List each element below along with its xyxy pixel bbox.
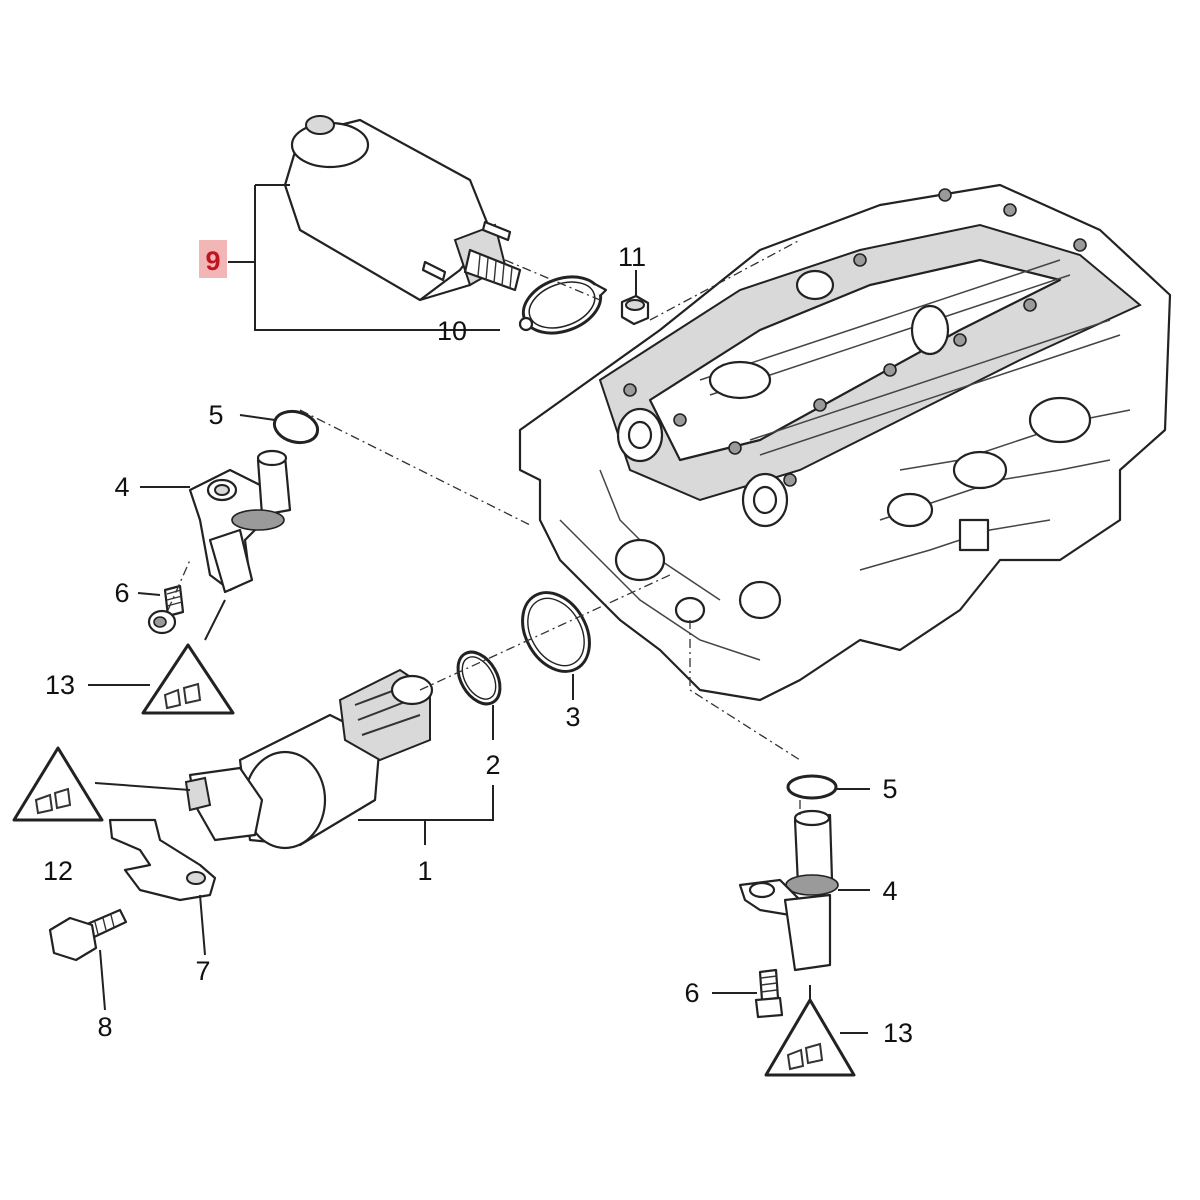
label-11[interactable]: 11 (618, 242, 646, 272)
label-6-lower[interactable]: 6 (684, 978, 699, 1008)
label-4-lower[interactable]: 4 (882, 876, 897, 906)
label-5-lower[interactable]: 5 (882, 774, 897, 804)
label-7[interactable]: 7 (195, 956, 210, 986)
o-ring-upper (272, 409, 320, 445)
camshaft-sensor-upper (188, 449, 292, 594)
label-5-upper[interactable]: 5 (208, 400, 223, 430)
bolt-upper (147, 584, 185, 635)
label-2[interactable]: 2 (485, 750, 500, 780)
label-10[interactable]: 10 (437, 316, 467, 346)
assembly-lines (167, 239, 801, 815)
label-9[interactable]: 9 (205, 246, 220, 276)
eccentric-shaft-motor (283, 115, 522, 302)
camshaft-sensor-lower (738, 809, 839, 972)
o-ring-clip (518, 275, 608, 335)
bracket-bolt (48, 908, 128, 962)
bolt-lower (754, 968, 784, 1019)
warning-triangle-upper (141, 643, 235, 715)
warning-triangle-lower (764, 998, 856, 1077)
label-3[interactable]: 3 (565, 702, 580, 732)
nut (620, 294, 650, 326)
small-o-ring (456, 650, 502, 706)
label-8[interactable]: 8 (97, 1012, 112, 1042)
label-6-upper[interactable]: 6 (114, 578, 129, 608)
mounting-bracket (108, 818, 217, 902)
label-12[interactable]: 12 (43, 856, 73, 886)
label-4-upper[interactable]: 4 (114, 472, 129, 502)
label-13-lower[interactable]: 13 (883, 1018, 913, 1048)
o-ring-lower (786, 774, 838, 800)
label-13-upper[interactable]: 13 (45, 670, 75, 700)
vanos-solenoid-valve (184, 668, 434, 850)
large-o-ring (521, 591, 591, 673)
warning-triangle-left (12, 746, 104, 822)
leader-lines (88, 184, 870, 1034)
cylinder-head (518, 183, 1172, 702)
label-1[interactable]: 1 (417, 856, 432, 886)
label-9-highlight (199, 240, 227, 278)
